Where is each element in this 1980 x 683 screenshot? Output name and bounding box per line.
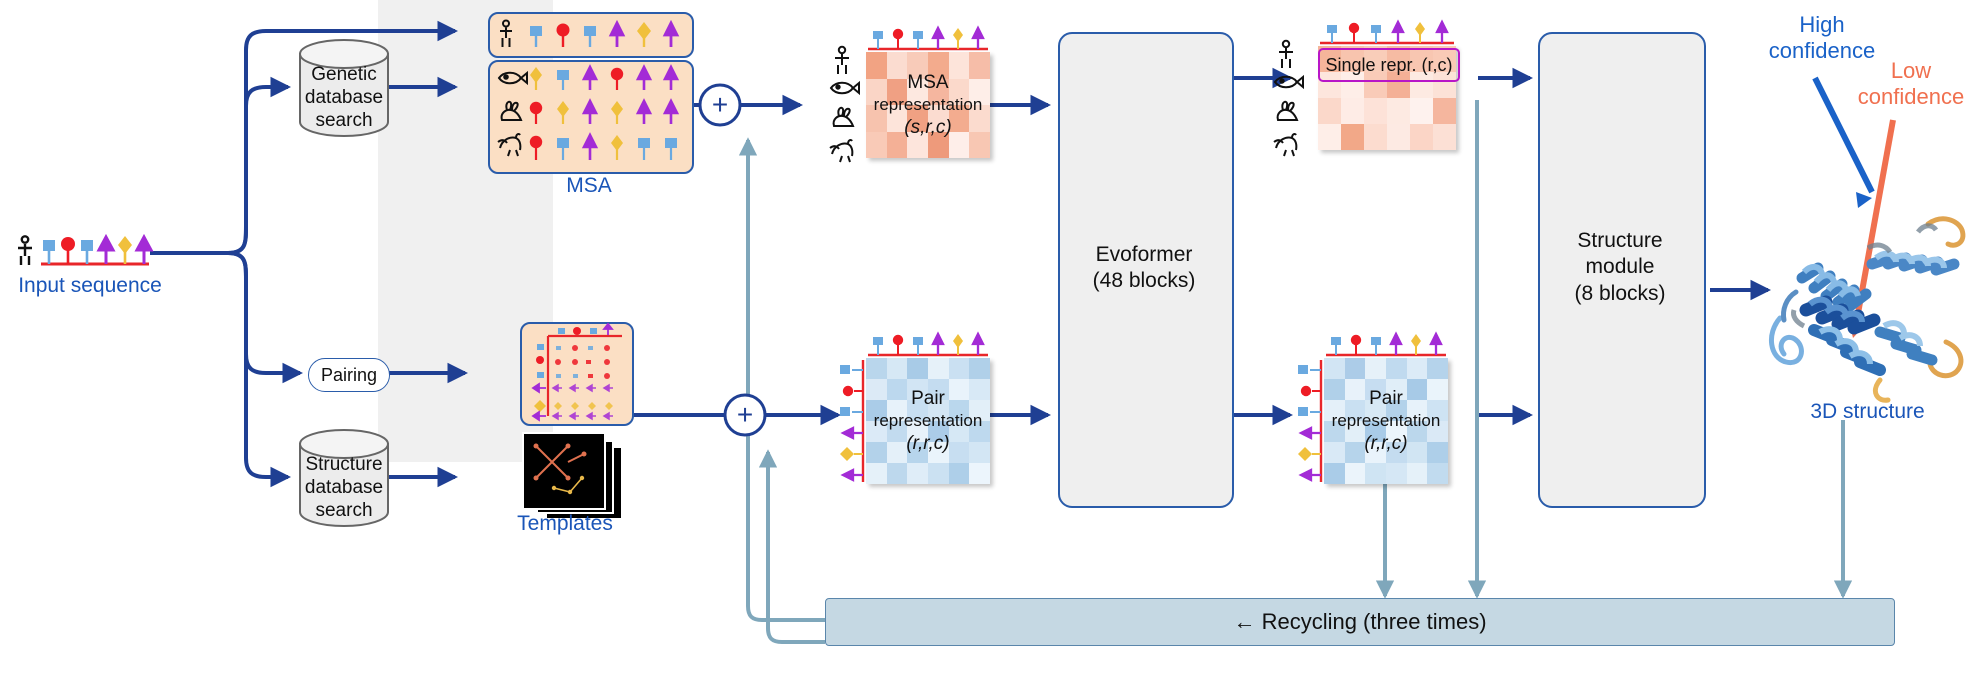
- plus-icon: +: [711, 89, 729, 120]
- genetic-db-line2: database: [304, 86, 384, 108]
- msa-rep-organism-column: [824, 45, 864, 166]
- pairing-matrix-panel: [520, 322, 634, 426]
- high-confidence-annotation: High confidence: [1742, 12, 1902, 65]
- organism-icons-msa: [829, 45, 860, 163]
- input-sequence-symbols: [18, 233, 154, 266]
- structure-database-search-label: Structure database search: [296, 454, 392, 522]
- template-card-front: [522, 432, 606, 510]
- pairing-label: Pairing: [320, 364, 378, 385]
- pair-representation-left-label: Pair representation (r,r,c): [866, 388, 990, 455]
- single-rep-axis-symbols: [1320, 19, 1454, 45]
- pair-representation-right-side-axis: [1290, 358, 1324, 484]
- msa-rows-symbols: [497, 64, 680, 160]
- add-node-msa: +: [700, 85, 740, 125]
- low-confidence-line1: Low: [1890, 58, 1932, 83]
- structure-module-line1: Structure: [1577, 229, 1663, 252]
- pair-left-line3: (r,r,c): [906, 432, 950, 454]
- high-confidence-line1: High: [1799, 12, 1845, 37]
- genetic-db-line3: search: [315, 109, 373, 131]
- pair-right-axis-top: [1326, 331, 1446, 357]
- pair-left-axis-top: [868, 331, 988, 357]
- genetic-database-search-label: Genetic database search: [296, 64, 392, 132]
- input-sequence-label: Input sequence: [18, 274, 162, 297]
- template-contact-map-icon: [533, 443, 587, 495]
- single-rep-organism-column: [1268, 39, 1308, 164]
- structure-database-search-node[interactable]: Structure database search: [296, 428, 392, 528]
- plus-icon-2: +: [736, 399, 754, 430]
- msa-representation-axis: [866, 24, 990, 52]
- database-cylinder-icon: [299, 39, 389, 137]
- pair-representation-right-top-axis: [1324, 330, 1448, 358]
- evoformer-block[interactable]: [1058, 32, 1234, 508]
- single-representation-highlight: Single repr. (r,c): [1318, 48, 1460, 82]
- database-cylinder-icon-2: [299, 429, 389, 527]
- pair-left-line2: representation: [873, 411, 983, 431]
- pair-representation-right-label: Pair representation (r,r,c): [1324, 388, 1448, 455]
- pairing-node[interactable]: Pairing: [308, 358, 390, 392]
- input-sequence-group: [10, 228, 170, 268]
- pair-left-line1: Pair: [911, 388, 945, 409]
- pair-right-axis-side: [1298, 360, 1323, 482]
- single-representation-box: [1318, 46, 1456, 150]
- msa-representation-box: [866, 52, 990, 158]
- structure-module-line3: (8 blocks): [1574, 281, 1666, 305]
- organism-icons-single: [1273, 39, 1304, 157]
- add-node-msa-circle: [698, 83, 742, 127]
- genetic-database-search-node[interactable]: Genetic database search: [296, 38, 392, 138]
- msa-alignment-rows: [488, 60, 694, 174]
- msa-rep-axis-symbols: [868, 25, 988, 51]
- genetic-db-line1: Genetic: [311, 64, 377, 85]
- structure-db-line3: search: [315, 499, 373, 521]
- structure-3d-label: 3D structure: [1810, 400, 1925, 423]
- evoformer-label: Evoformer (48 blocks): [1058, 242, 1230, 295]
- low-confidence-annotation: Low confidence: [1836, 58, 1980, 111]
- templates-label: Templates: [517, 512, 613, 535]
- single-repr-label: Single repr. (r,c): [1325, 54, 1453, 75]
- msa-representation-label: MSA representation (s,r,c): [866, 72, 990, 139]
- add-node-pair: +: [725, 395, 765, 435]
- add-node-pair-circle: [723, 393, 767, 437]
- pair-representation-left-side-axis: [832, 358, 866, 484]
- pairing-matrix-symbols: [531, 322, 622, 422]
- pair-right-line3: (r,r,c): [1364, 432, 1408, 454]
- recycling-bar[interactable]: ← Recycling (three times): [825, 598, 1895, 646]
- protein-ribbon-illustration: [1769, 216, 1966, 403]
- msa-query-row: [488, 12, 694, 58]
- pair-right-line1: Pair: [1369, 388, 1403, 409]
- structure-db-line2: database: [304, 476, 384, 498]
- msa-query-symbols: [500, 19, 680, 47]
- pair-representation-left-top-axis: [866, 330, 990, 358]
- structure-module-line2: module: [1585, 255, 1655, 279]
- pair-right-line2: representation: [1331, 411, 1441, 431]
- protein-3d-structure: [1760, 172, 1975, 404]
- evoformer-line2: (48 blocks): [1092, 269, 1196, 293]
- msa-label: MSA: [566, 174, 612, 197]
- msa-rep-line1: MSA: [907, 72, 949, 93]
- low-confidence-line2: confidence: [1857, 84, 1965, 110]
- high-confidence-line2: confidence: [1768, 38, 1876, 64]
- recycling-label: ← Recycling (three times): [1233, 609, 1487, 634]
- pair-representation-right-box: [1324, 358, 1448, 484]
- single-representation-axis: [1318, 18, 1456, 46]
- structure-db-line1: Structure: [305, 454, 383, 475]
- evoformer-line1: Evoformer: [1095, 243, 1193, 266]
- msa-rep-line3: (s,r,c): [904, 116, 952, 138]
- structure-module-label: Structure module (8 blocks): [1538, 228, 1702, 307]
- structure-module-block[interactable]: [1538, 32, 1706, 508]
- pair-left-axis-side: [840, 360, 865, 482]
- pair-representation-left-box: [866, 358, 990, 484]
- msa-rep-line2: representation: [873, 95, 983, 115]
